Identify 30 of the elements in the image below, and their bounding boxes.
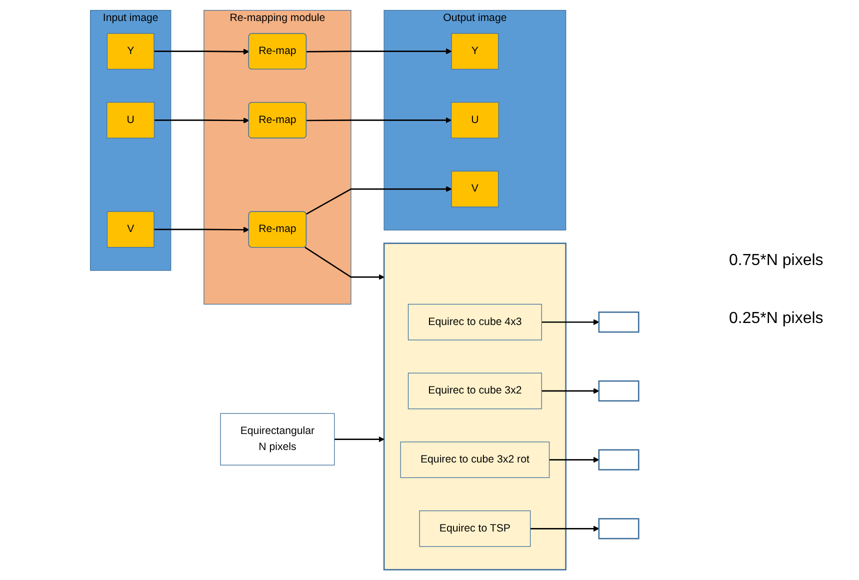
arrow <box>154 118 250 124</box>
arrow <box>542 388 600 394</box>
node-box: V <box>451 170 499 208</box>
pixel-count-note: 0.75*N pixels <box>729 252 824 270</box>
node-box: Equirec to cube 4x3 <box>408 304 542 340</box>
arrow <box>306 48 452 54</box>
arrow <box>530 526 600 532</box>
arrow <box>154 48 250 55</box>
node-box: V <box>106 211 154 248</box>
node-box <box>598 518 640 540</box>
arrow <box>306 117 452 124</box>
node-box: Y <box>106 33 154 70</box>
arrow <box>334 436 384 442</box>
node-box <box>598 380 640 402</box>
node-box: Equirectangular N pixels <box>220 413 335 466</box>
node-box: U <box>106 102 155 138</box>
node-box <box>598 449 640 470</box>
arrow <box>154 226 250 233</box>
node-box: Equirec to cube 3x2 <box>408 372 542 410</box>
node-box <box>598 312 640 333</box>
arrow <box>549 456 600 463</box>
arrow <box>304 246 384 280</box>
cluster <box>383 242 566 570</box>
node-box: Y <box>451 33 499 70</box>
node-box: Equirec to TSP <box>419 510 531 547</box>
arrow <box>306 186 452 215</box>
node-box: Equirec to cube 3x2 rot <box>400 442 550 478</box>
pixel-count-note: 0.25*N pixels <box>729 310 824 328</box>
arrow <box>542 319 600 326</box>
node-box: U <box>450 102 499 138</box>
